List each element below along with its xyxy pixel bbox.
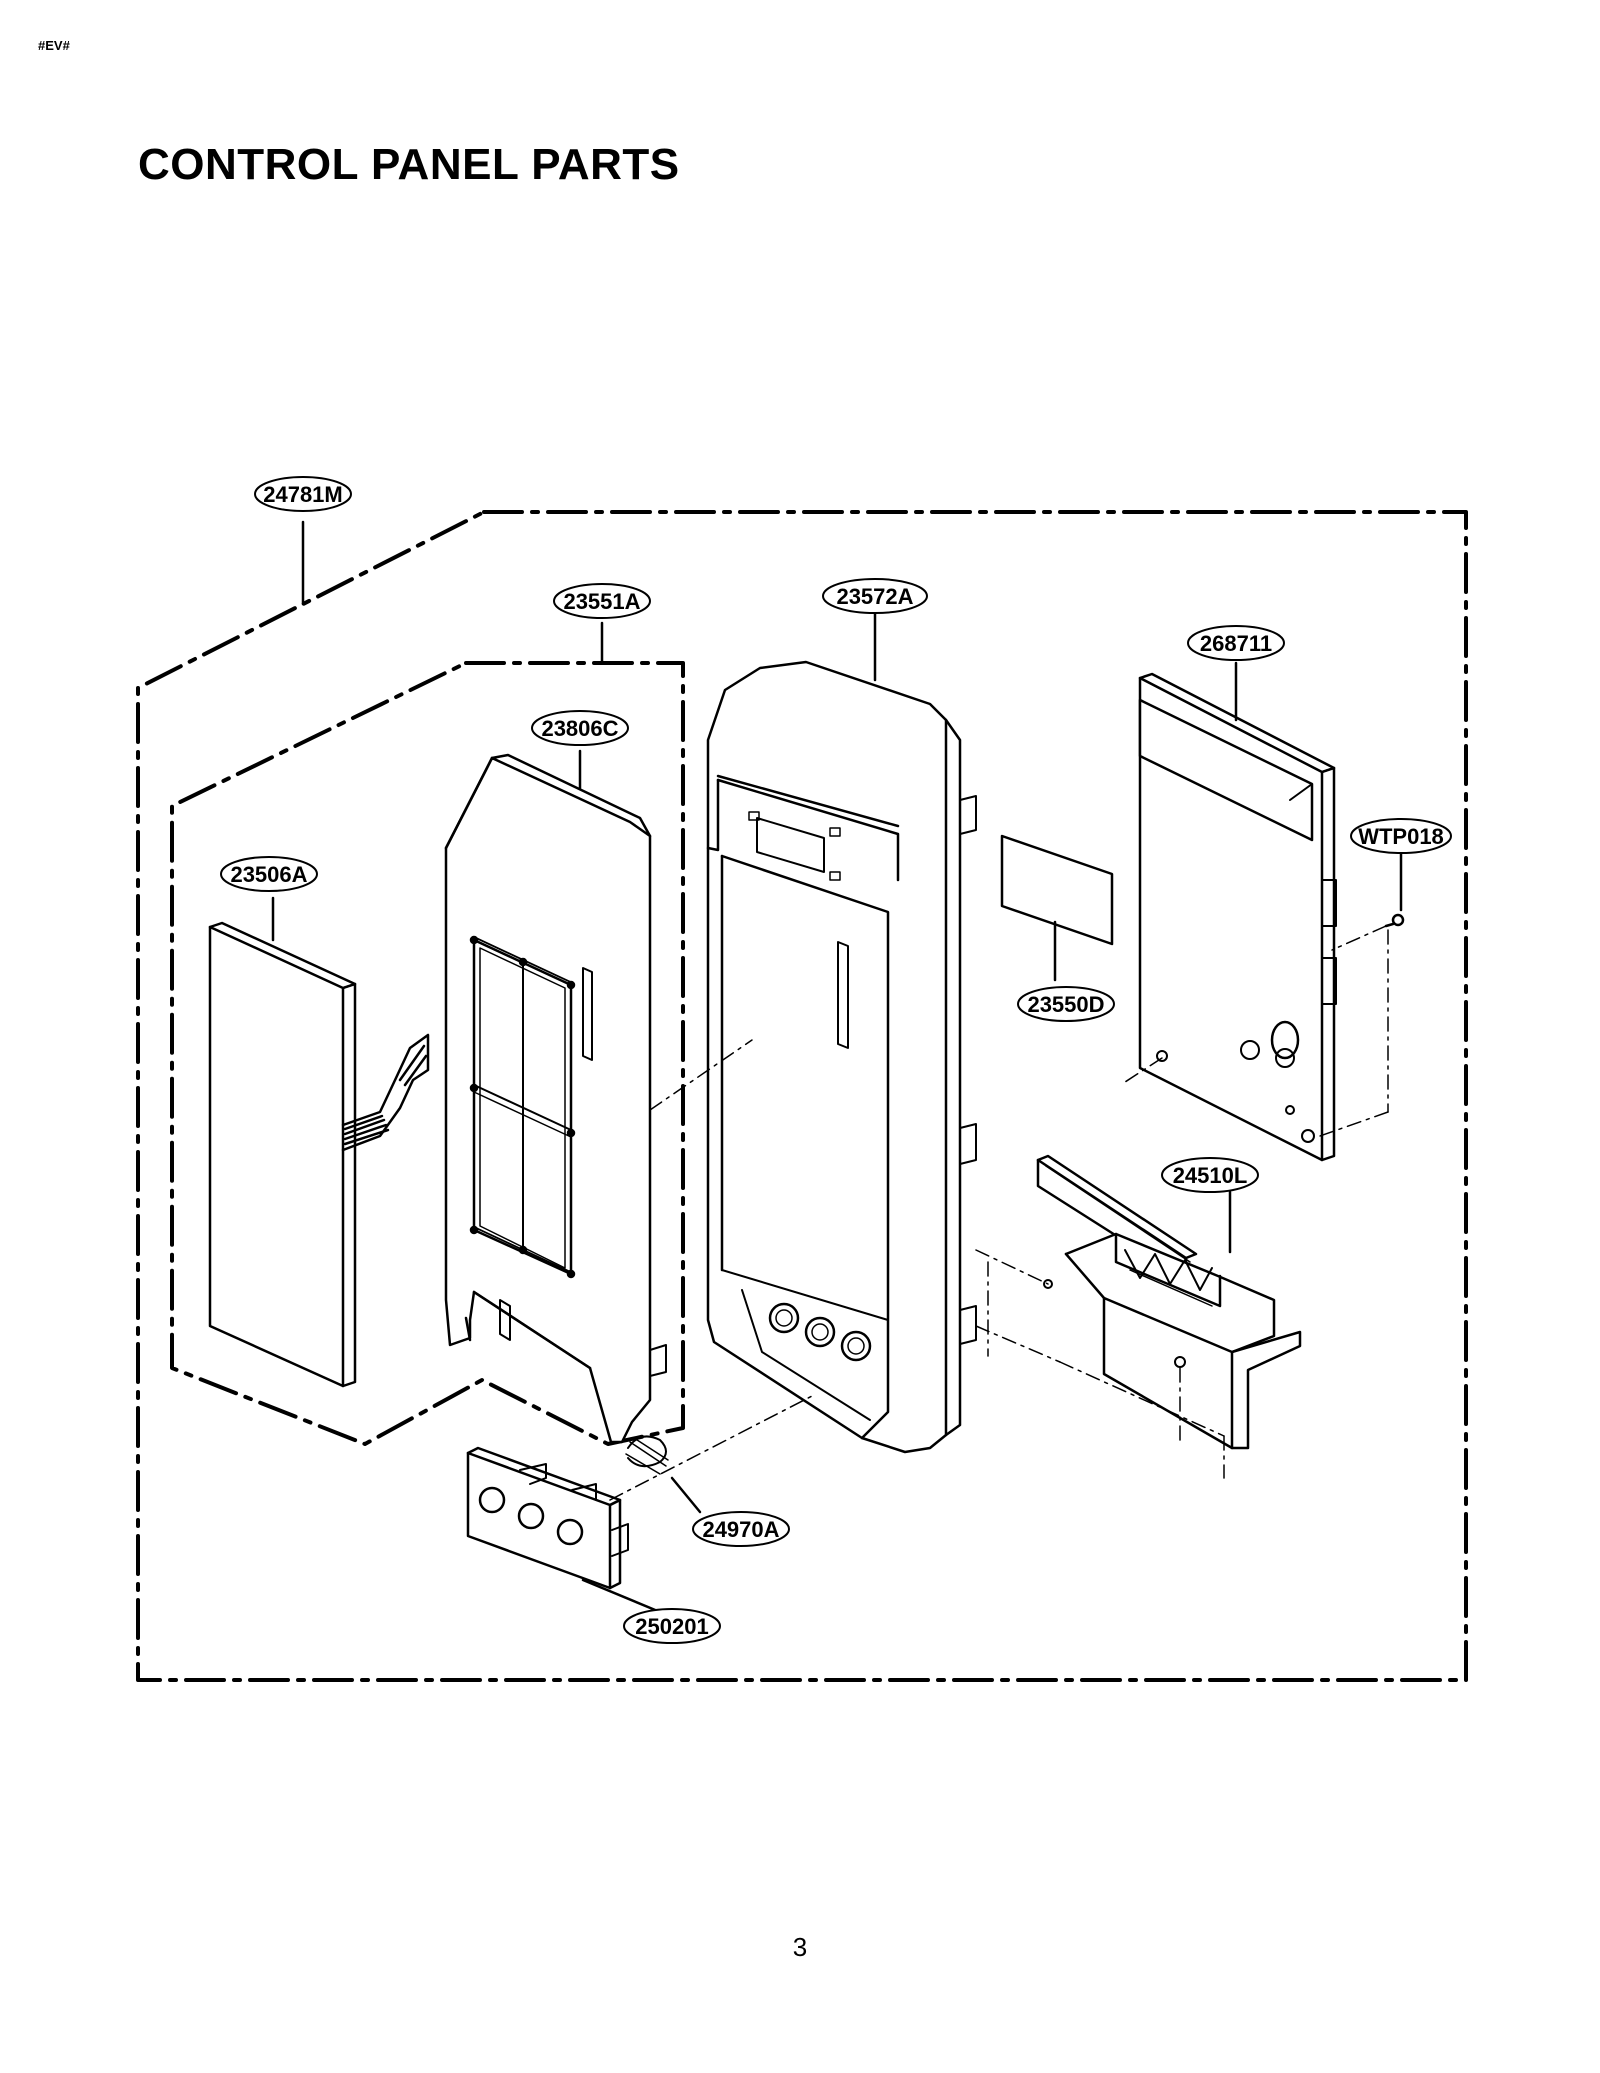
front-panel-23806C: [444, 749, 667, 1444]
button-assembly-250201: [466, 1446, 662, 1614]
part-label-24781M: 24781M: [254, 476, 352, 512]
svg-text:23572A: 23572A: [836, 584, 913, 609]
part-label-23506A: 23506A: [220, 856, 318, 892]
svg-text:24781M: 24781M: [263, 482, 343, 507]
svg-text:268711: 268711: [1200, 631, 1272, 656]
board-23550D: [1000, 834, 1114, 982]
part-label-268711: 268711: [1187, 625, 1285, 661]
part-label-24510L: 24510L: [1161, 1157, 1259, 1193]
part-label-24970A: 24970A: [692, 1511, 790, 1547]
svg-text:WTP018: WTP018: [1358, 824, 1444, 849]
pcb-assembly-268711: [1138, 661, 1337, 1162]
svg-text:23506A: 23506A: [230, 862, 307, 887]
page-number: 3: [792, 1932, 808, 1962]
screw-WTP018: [1384, 851, 1405, 928]
document-tag: #EV#: [38, 38, 70, 53]
subassembly-boundary-23551A: [170, 621, 685, 1446]
membrane-keypad-23506A: [208, 896, 430, 1388]
control-panel-housing-23572A: [706, 611, 977, 1454]
svg-text:23551A: 23551A: [563, 589, 640, 614]
svg-text:24970A: 24970A: [702, 1517, 779, 1542]
spring-24970A: [625, 1435, 702, 1514]
assembly-guide-lines: [609, 925, 1389, 1501]
part-label-250201: 250201: [623, 1608, 721, 1644]
part-labels: 24781M 23551A 23572A 268711 23806C 23506…: [220, 476, 1452, 1644]
svg-text:23806C: 23806C: [541, 716, 618, 741]
part-label-23550D: 23550D: [1017, 986, 1115, 1022]
lever-bracket-24510L: [1036, 1154, 1302, 1450]
page-title: CONTROL PANEL PARTS: [138, 140, 680, 189]
part-label-WTP018: WTP018: [1350, 818, 1452, 854]
part-label-23551A: 23551A: [553, 583, 651, 619]
assembly-boundary-24781M: [136, 510, 1468, 1682]
part-label-23806C: 23806C: [531, 710, 629, 746]
svg-text:24510L: 24510L: [1173, 1163, 1248, 1188]
svg-text:23550D: 23550D: [1027, 992, 1104, 1017]
part-label-23572A: 23572A: [822, 578, 928, 614]
svg-text:250201: 250201: [635, 1614, 708, 1639]
